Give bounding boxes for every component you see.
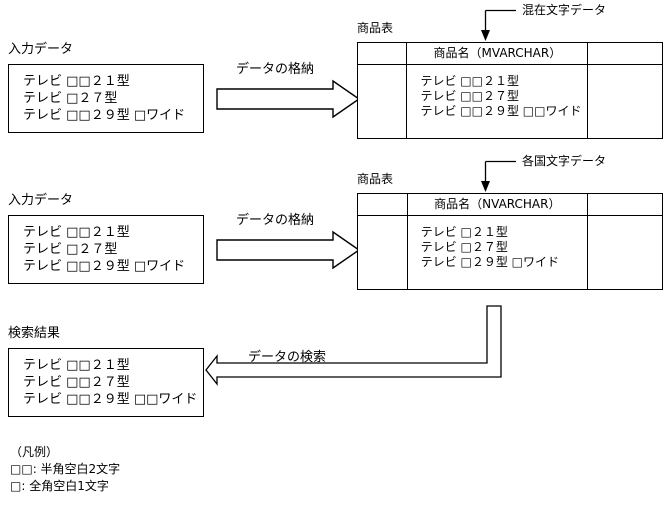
top-store-arrow: [215, 79, 361, 119]
search-result-rows: テレビ □□２１型 テレビ □□２７型 テレビ □□２９型 □□ワイド: [9, 349, 203, 408]
top-table-header-cell-right: [587, 42, 663, 65]
middle-table-row-1: テレビ □２１型: [420, 225, 508, 239]
top-input-row-1: テレビ □□２１型: [23, 74, 130, 89]
top-input-data-label: 入力データ: [8, 42, 74, 57]
middle-table-header-cell-left: [357, 193, 408, 216]
top-table-rows: テレビ □□２１型 テレビ □□２７型 テレビ □□２９型 □□ワイド: [407, 65, 587, 119]
legend-text-halfwidth: : 半角空白2文字: [32, 462, 121, 476]
top-callout-label: 混在文字データ: [522, 3, 607, 17]
search-arrow-label: データの検索: [248, 350, 327, 365]
top-table-body-row: テレビ □□２１型 テレビ □□２７型 テレビ □□２９型 □□ワイド: [356, 64, 663, 139]
middle-callout-label: 各国文字データ: [522, 154, 607, 168]
top-table-cell-name: テレビ □□２１型 テレビ □□２７型 テレビ □□２９型 □□ワイド: [406, 64, 589, 139]
middle-input-row-3: テレビ □□２９型 □ワイド: [23, 259, 186, 274]
legend-item-halfwidth: □□: 半角空白2文字: [10, 461, 120, 478]
middle-table-header-cell-name: 商品名（NVARCHAR）: [406, 193, 588, 216]
top-product-table: 商品名（MVARCHAR） テレビ □□２１型 テレビ □□２７型 テレビ □□…: [356, 42, 663, 139]
top-table-header-row: 商品名（MVARCHAR）: [356, 42, 663, 65]
top-table-cell-right: [587, 64, 663, 139]
middle-table-label: 商品表: [357, 172, 394, 186]
middle-input-row-2: テレビ □２７型: [23, 242, 118, 257]
middle-table-cell-name: テレビ □２１型 テレビ □２７型 テレビ □２９型 □ワイド: [406, 215, 588, 290]
top-table-header-cell-left: [356, 42, 408, 65]
top-arrow-label: データの格納: [236, 62, 315, 77]
middle-column-header: 商品名（NVARCHAR）: [434, 197, 561, 211]
legend-symbol-halfwidth: □□: [10, 462, 33, 476]
middle-table-body-row: テレビ □２１型 テレビ □２７型 テレビ □２９型 □ワイド: [357, 215, 663, 290]
top-input-rows: テレビ □□２１型 テレビ □２７型 テレビ □□２９型 □ワイド: [9, 65, 203, 124]
top-table-header-cell-name: 商品名（MVARCHAR）: [406, 42, 589, 65]
middle-table-header-cell-right: [586, 193, 663, 216]
search-result-row-3: テレビ □□２９型 □□ワイド: [23, 392, 198, 407]
legend: （凡例） □□: 半角空白2文字 □: 全角空白1文字: [10, 444, 120, 495]
search-result-row-2: テレビ □□２７型: [23, 375, 130, 390]
top-callout-leader: [470, 8, 540, 44]
search-result-box: テレビ □□２１型 テレビ □□２７型 テレビ □□２９型 □□ワイド: [8, 348, 204, 417]
search-elbow-arrow: [205, 297, 515, 392]
middle-store-arrow: [215, 230, 361, 270]
top-table-row-1: テレビ □□２１型: [420, 74, 519, 88]
middle-product-table: 商品名（NVARCHAR） テレビ □２１型 テレビ □２７型 テレビ □２９型…: [357, 193, 663, 290]
top-table-row-3: テレビ □□２９型 □□ワイド: [420, 104, 582, 118]
legend-symbol-fullwidth: □: [10, 479, 22, 493]
middle-table-cell-left: [357, 215, 408, 290]
middle-table-cell-right: [586, 215, 663, 290]
legend-item-fullwidth: □: 全角空白1文字: [10, 478, 120, 495]
top-table-label: 商品表: [357, 21, 394, 35]
middle-table-rows: テレビ □２１型 テレビ □２７型 テレビ □２９型 □ワイド: [408, 216, 587, 270]
middle-input-row-1: テレビ □□２１型: [23, 225, 130, 240]
search-result-row-1: テレビ □□２１型: [23, 358, 130, 373]
top-input-row-2: テレビ □２７型: [23, 91, 118, 106]
top-input-data-box: テレビ □□２１型 テレビ □２７型 テレビ □□２９型 □ワイド: [8, 64, 204, 133]
middle-input-data-label: 入力データ: [8, 193, 74, 208]
legend-title: （凡例）: [10, 445, 59, 459]
legend-text-fullwidth: : 全角空白1文字: [21, 479, 109, 493]
middle-callout-leader: [470, 159, 540, 195]
top-table-cell-left: [356, 64, 408, 139]
middle-table-row-3: テレビ □２９型 □ワイド: [420, 255, 560, 269]
middle-table-header-row: 商品名（NVARCHAR）: [357, 193, 663, 216]
top-table-row-2: テレビ □□２７型: [420, 89, 519, 103]
middle-table-row-2: テレビ □２７型: [420, 240, 508, 254]
middle-input-data-box: テレビ □□２１型 テレビ □２７型 テレビ □□２９型 □ワイド: [8, 215, 204, 284]
search-result-label: 検索結果: [8, 326, 61, 341]
top-input-row-3: テレビ □□２９型 □ワイド: [23, 108, 186, 123]
middle-input-rows: テレビ □□２１型 テレビ □２７型 テレビ □□２９型 □ワイド: [9, 216, 203, 275]
top-column-header: 商品名（MVARCHAR）: [433, 46, 562, 60]
middle-arrow-label: データの格納: [236, 213, 315, 228]
